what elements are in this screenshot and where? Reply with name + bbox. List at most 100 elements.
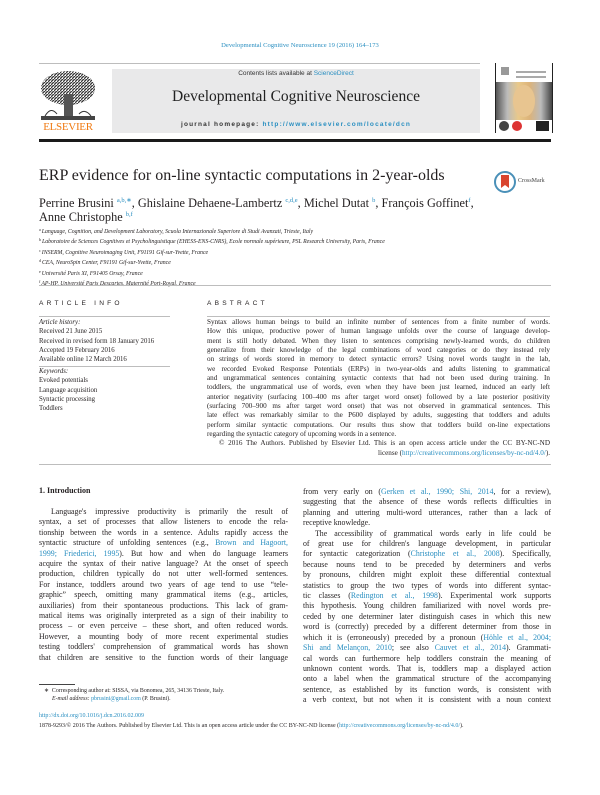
text-segment: , for a review), [493,487,551,496]
text-line: However, a mounting body of more recent … [39,631,288,641]
text-line: matical items was originally interpreted… [39,611,288,621]
history-online: Available online 12 March 2016 [39,356,127,364]
text-line: we recorded Evoked Response Potentials (… [207,364,550,373]
history-revised: Received in revised form 18 January 2016 [39,337,155,345]
text-line: sentence, as established by its function… [303,684,551,694]
text-line: because nouns tend to be preceded by det… [303,559,551,569]
text-line: testing toddlers' comprehension of gramm… [39,642,288,652]
abstract-bottom-rule [39,464,551,465]
text-line: acquire the syntax of their native langu… [39,559,288,569]
text-line: perform similar syntactic computations. … [207,420,550,429]
email-link[interactable]: pbrusini@gmail.com [91,696,141,702]
doi-link[interactable]: http://dx.doi.org/10.1016/j.dcn.2016.02.… [39,713,145,719]
text-line: license (http://creativecommons.org/lice… [207,449,550,458]
text-line: late effect was remarkably similar to th… [207,411,550,420]
text-line: How this unique, productive power of hum… [207,327,550,336]
author[interactable]: Perrine Brusini a,b,∗, [39,196,138,210]
author-separator: , [297,196,304,210]
abstract-text: Syntax allows human beings to build an i… [207,318,550,458]
text-line: which it is (erroneously) preceded by a … [303,633,551,643]
text-line: Syntax allows human beings to build an i… [207,318,550,326]
text-line: production, children typically do not ut… [39,569,288,579]
text-line: Shi and Melançon, 2010; see also Cauvet … [303,643,551,653]
keyword: Syntactic processing [39,395,96,403]
citation-link[interactable]: 1999; Friederici, 1995 [39,548,120,558]
citation-link[interactable]: Gerken et al., 1990; Shi, 2014 [380,487,494,496]
keyword: Language acquisition [39,386,98,394]
author-name: Anne Christophe [39,210,123,224]
article-history: Article history: Received 21 June 2015 R… [39,318,154,364]
text-line: ment is still hotly debated. When they l… [207,336,550,345]
text-segment: from very early on ( [303,487,381,496]
homepage-link[interactable]: http://www.elsevier.com/locate/dcn [262,121,412,128]
corresponding-address: Corresponding author at: SISSA, via Bono… [51,688,225,694]
text-line: anterior negativity (surfacing 100–400 m… [207,392,550,401]
affiliation: bLaboratoire de Sciences Cognitives et P… [39,236,385,246]
keywords-label: Keywords: [39,368,69,375]
section-rule [39,285,551,286]
citation-link[interactable]: Redington et al., 1998 [350,591,438,601]
author-name: Perrine Brusini [39,196,114,210]
affiliation: fAP-HP, Université Paris Descartes, Mate… [39,278,385,288]
text-segment: ). But how and when do language learners [119,548,288,558]
history-received: Received 21 June 2015 [39,328,103,336]
text-segment: ). Grammati- [506,643,552,653]
affiliation-key: f [39,279,41,285]
journal-homepage: journal homepage: http://www.elsevier.co… [112,121,480,128]
text-line: regarding the syntactic category of upco… [207,430,397,439]
citation-link[interactable]: Christophe et al., 2008 [410,549,500,559]
author[interactable]: Michel Dutat b, [304,196,382,210]
keyword: Evoked potentials [39,377,88,385]
citation-link[interactable]: http://creativecommons.org/licenses/by-n… [401,448,546,457]
affiliation-key: e [39,268,41,274]
text-line: syntactic structure of unfolding sentenc… [39,538,288,548]
text-line: receptive knowledge. [303,518,371,528]
license-link[interactable]: http://creativecommons.org/licenses/by-n… [339,723,460,729]
sciencedirect-link[interactable]: ScienceDirect [313,70,354,77]
author[interactable]: Anne Christophe b,f [39,210,133,224]
author-affiliation-marker[interactable]: b,f [125,211,133,218]
corresponding-author-note: ∗ Corresponding author at: SISSA, via Bo… [44,687,224,695]
text-line: For instance, toddlers around two years … [39,579,288,589]
text-line: onto a label when the grammatical struct… [303,674,551,684]
affiliations: aLanguage, Cognition, and Development La… [39,226,385,288]
citation-link[interactable]: Brown and Hagoort, [215,538,289,548]
author-separator: , [470,196,474,210]
text-line: process – or even perceive – these short… [39,621,288,631]
journal-cover-image[interactable] [495,63,553,133]
text-segment: which it is (erroneously) preceded by a … [303,632,484,642]
elsevier-tree-icon [41,71,95,120]
text-segment: ; see also [391,643,435,653]
body-column-right: from very early on (Gerken et al., 1990;… [303,487,551,706]
affiliation-key: a [39,227,41,232]
text-line: a verb context, but not when it is consi… [303,695,551,705]
journal-name: Developmental Cognitive Neuroscience [172,88,420,105]
author-affiliation-marker[interactable]: b [372,197,376,204]
citation-link[interactable]: Cauvet et al., 2014 [434,643,506,653]
citation-link[interactable]: Shi and Melançon, 2010 [303,643,392,653]
text-line: on strings of words stored in memory to … [207,355,550,364]
text-segment: ). Specifically, [499,549,551,559]
license-statement: 1878-9293/© 2016 The Authors. Published … [39,722,551,730]
author-affiliation-marker[interactable]: f [468,197,471,204]
text-line: planning and uttering multi-word utteran… [303,507,551,517]
text-line: this hypothesis. Young children familiar… [303,601,551,611]
citation-link[interactable]: Höhle et al., 2004; [483,632,551,642]
text-segment: ). [545,448,550,457]
footnote-rule [39,684,75,685]
text-line: generalize from their knowledge of the l… [207,346,550,355]
body-column-left: Language's impressive productivity is pr… [39,507,288,663]
journal-citation[interactable]: Developmental Cognitive Neuroscience 19 … [221,42,379,49]
author-affiliation-marker[interactable]: a,b,∗ [116,197,132,204]
author[interactable]: Ghislaine Dehaene-Lambertz c,d,e, [138,196,304,210]
email-note: E-mail address: pbrusini@gmail.com (P. B… [52,695,171,703]
text-line: by pronouns, children might exploit thes… [303,570,551,580]
text-line: word is (correctly) preceded by a differ… [303,622,551,632]
author-affiliation-marker[interactable]: c,d,e [285,197,298,204]
author[interactable]: François Goffinetf, [382,196,474,210]
elsevier-logo[interactable]: ELSEVIER [39,70,97,133]
crossmark-badge[interactable]: CrossMark [494,171,554,195]
affiliation: dCEA, NeuroSpin Center, F91191 Gif-sur-Y… [39,257,385,267]
contents-line: Contents lists available at ScienceDirec… [112,70,480,77]
text-line: 1999; Friederici, 1995). But how and whe… [39,549,288,559]
